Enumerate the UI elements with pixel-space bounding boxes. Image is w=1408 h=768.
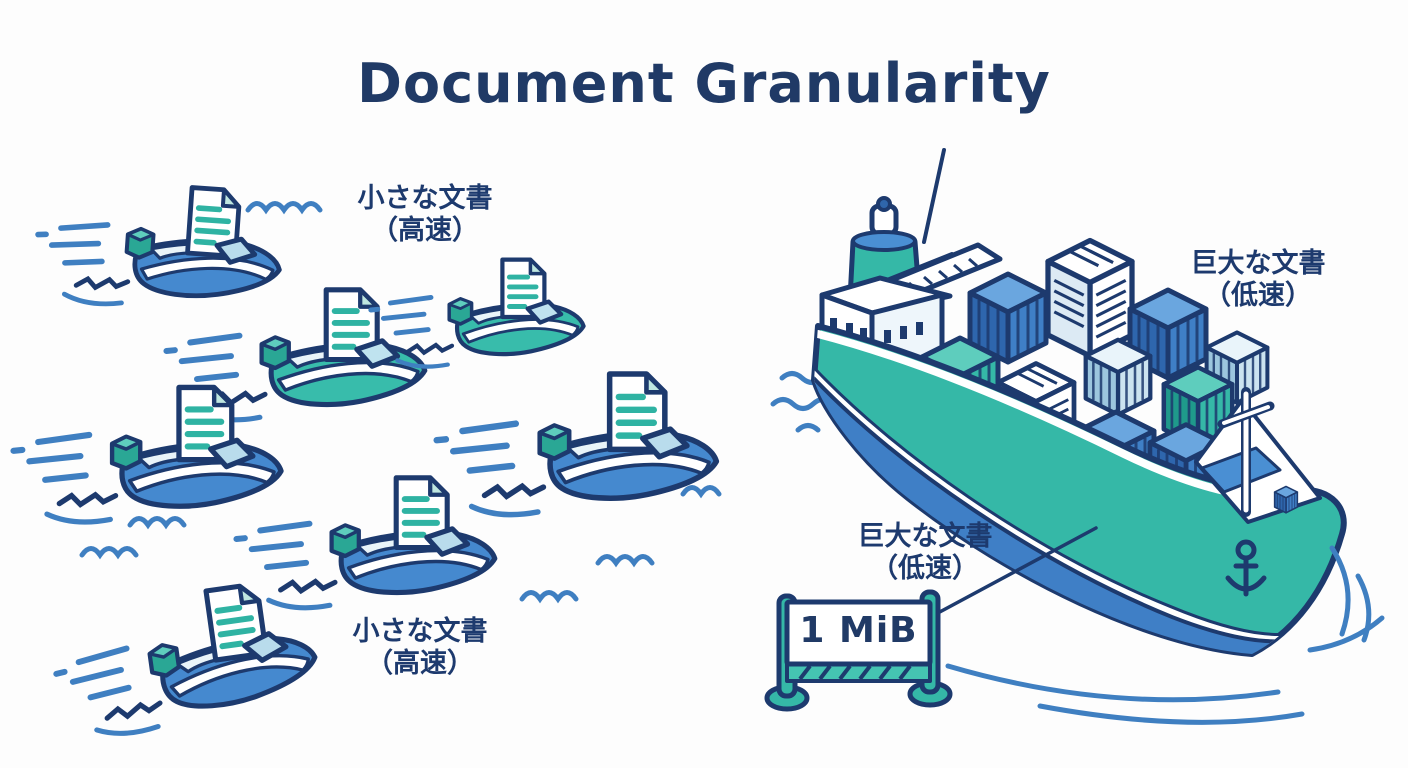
label-line: （低速） <box>871 553 979 585</box>
label-line: 巨大な文書 <box>1190 248 1326 279</box>
bow-wave-icon <box>945 545 1385 725</box>
label-small-docs-top: 小さな文書 （高速） <box>330 183 520 248</box>
label-line: （高速） <box>366 648 474 680</box>
wave-marks <box>79 201 722 604</box>
size-limit-sign <box>764 526 1098 712</box>
small-crate-icon <box>1273 485 1299 514</box>
antenna-icon <box>922 148 946 244</box>
sign-board <box>784 599 933 667</box>
anchor-icon <box>1225 539 1267 597</box>
speedboat-icon <box>34 177 285 316</box>
label-line: （低速） <box>1204 280 1312 312</box>
size-limit-value: 1 MiB <box>799 610 918 651</box>
mast-icon <box>1217 387 1275 517</box>
label-line: 小さな文書 <box>357 183 493 214</box>
sign-connector-line <box>934 526 1098 616</box>
page-title: Document Granularity <box>357 52 1051 115</box>
label-small-docs-bottom: 小さな文書 （高速） <box>325 616 515 681</box>
container-icon <box>1086 340 1151 415</box>
label-huge-doc-upper: 巨大な文書 （低速） <box>1158 248 1358 313</box>
label-line: 巨大な文書 <box>857 521 993 552</box>
label-huge-doc-lower: 巨大な文書 （低速） <box>825 521 1025 586</box>
label-line: （高速） <box>371 215 479 247</box>
speedboat-icon <box>14 387 282 522</box>
hazard-stripes <box>798 664 912 681</box>
label-line: 小さな文書 <box>352 616 488 647</box>
speedboat-icon <box>437 374 717 515</box>
speedboat-icon <box>236 478 494 608</box>
